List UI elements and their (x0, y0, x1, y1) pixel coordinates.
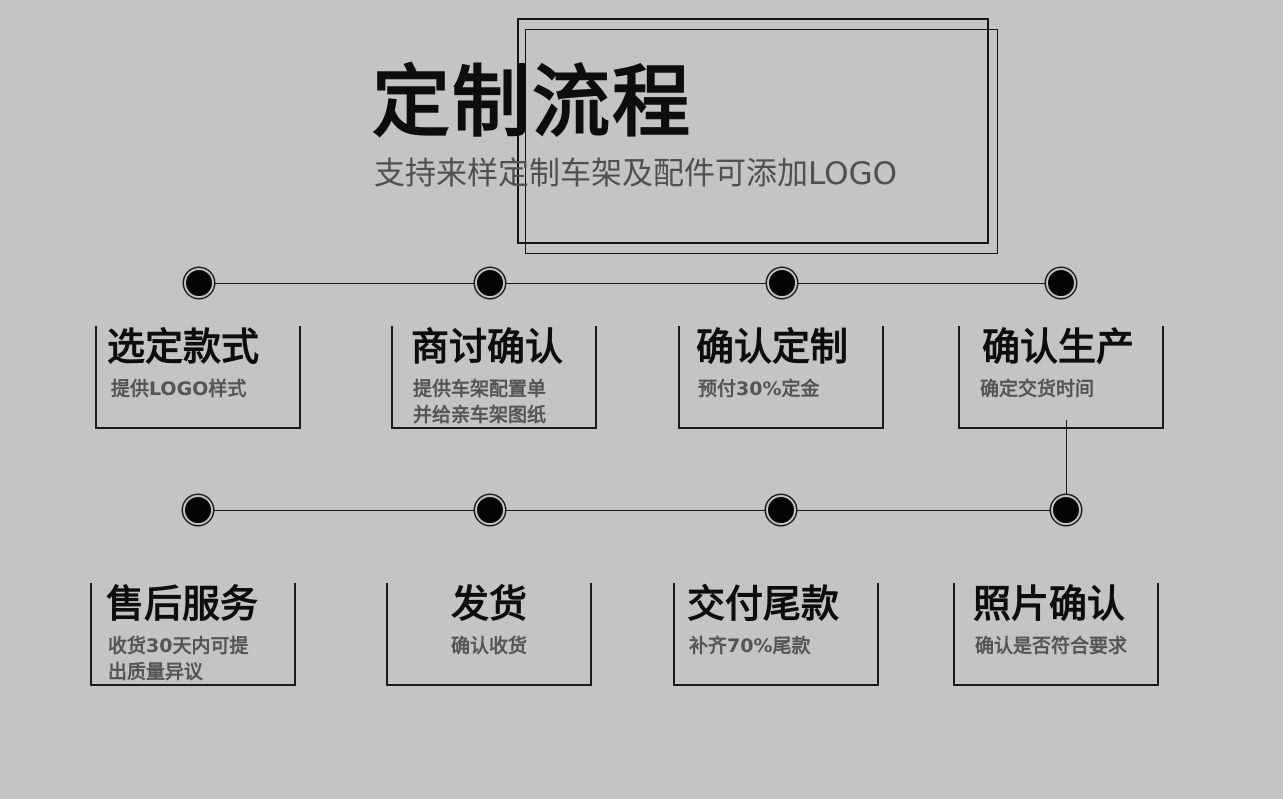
step-description: 确认是否符合要求 (975, 635, 1128, 657)
timeline-connector-vertical (1066, 420, 1067, 510)
timeline-node-row1-2 (475, 268, 505, 298)
step-description: 补齐70%尾款 (689, 635, 811, 657)
step-description: 确定交货时间 (980, 378, 1095, 400)
step-description: 收货30天内可提 出质量异议 (108, 635, 249, 683)
step-box-shipping: 发货 确认收货 (386, 583, 592, 686)
timeline-node-row1-4 (1046, 268, 1076, 298)
step-title: 售后服务 (106, 582, 259, 626)
step-title: 选定款式 (107, 325, 260, 369)
timeline-node-row2-2 (475, 495, 505, 525)
timeline-node-row2-1 (183, 495, 213, 525)
timeline-node-row2-4 (1051, 495, 1081, 525)
step-title: 交付尾款 (687, 582, 840, 626)
title-frame-outer (517, 18, 989, 244)
step-box-discuss-confirm: 商讨确认 提供车架配置单 并给亲车架图纸 (391, 326, 597, 429)
step-box-after-sales: 售后服务 收货30天内可提 出质量异议 (90, 583, 296, 686)
step-box-confirm-production: 确认生产 确定交货时间 (958, 326, 1164, 429)
timeline-node-row2-3 (766, 495, 796, 525)
step-box-confirm-customize: 确认定制 预付30%定金 (678, 326, 884, 429)
step-title: 照片确认 (973, 582, 1126, 626)
step-title: 确认生产 (982, 325, 1135, 369)
page-subtitle: 支持来样定制车架及配件可添加LOGO (374, 156, 897, 192)
step-box-final-payment: 交付尾款 补齐70%尾款 (673, 583, 879, 686)
step-title: 商讨确认 (411, 325, 564, 369)
step-description: 确认收货 (450, 635, 527, 657)
step-box-select-style: 选定款式 提供LOGO样式 (95, 326, 301, 429)
step-title: 确认定制 (696, 325, 849, 369)
page-title: 定制流程 (372, 58, 693, 148)
step-description: 提供LOGO样式 (111, 378, 247, 400)
step-description: 提供车架配置单 并给亲车架图纸 (413, 378, 547, 426)
timeline-node-row1-3 (767, 268, 797, 298)
timeline-node-row1-1 (184, 268, 214, 298)
title-frame-inner (525, 29, 998, 254)
timeline-line-row2 (198, 510, 1066, 511)
step-description: 预付30%定金 (698, 378, 820, 400)
step-box-photo-confirm: 照片确认 确认是否符合要求 (953, 583, 1159, 686)
timeline-line-row1 (199, 283, 1061, 284)
step-title: 发货 (450, 582, 527, 626)
